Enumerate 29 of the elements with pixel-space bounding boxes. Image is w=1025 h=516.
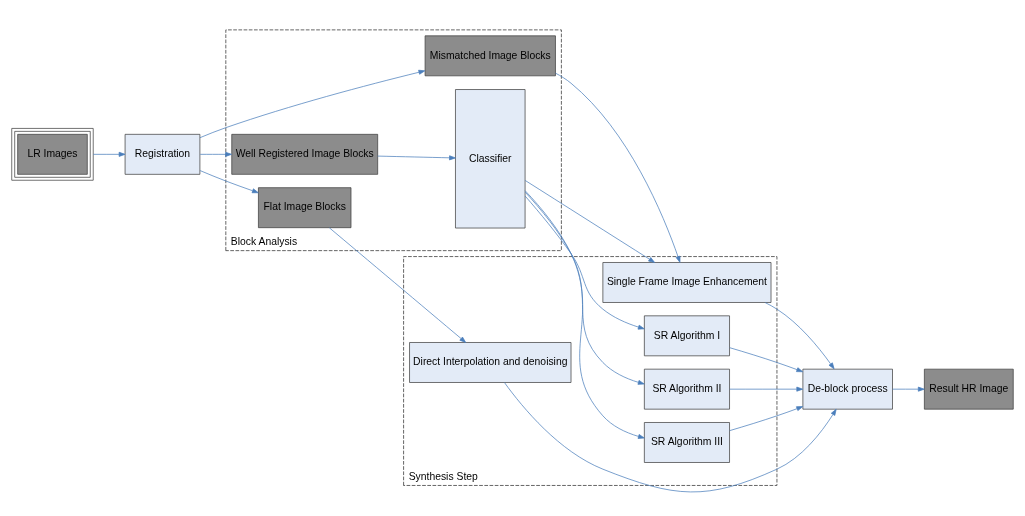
node-box: Registration [124,133,201,175]
node-box: Direct Interpolation and denoising [409,342,572,383]
node-box: Single Frame Image Enhancement [602,262,772,303]
arrow [729,347,804,373]
arrow [555,72,681,263]
arrow [199,170,259,194]
node-box: Mismatched Image Blocks [424,35,556,77]
node-box: Flat Image Blocks [258,187,352,229]
node-box: SR Algorithm I [644,315,730,357]
arrow [199,151,232,157]
arrow [377,155,456,161]
arrow [892,386,925,392]
arrow [764,302,835,370]
arrow [92,151,126,157]
node-box: SR Algorithm III [644,422,730,463]
node-box: SR Algorithm II [644,368,730,410]
arrow [504,382,837,493]
arrow [524,191,645,385]
node-box: Well Registered Image Blocks [231,133,379,175]
node-box: Classifier [455,89,526,229]
arrow [524,190,645,439]
arrow [328,227,467,343]
arrow [729,386,804,392]
arrow [524,195,645,330]
node-box: De-block process [802,368,893,410]
node-box: Result HR Image [924,368,1014,410]
arrow [729,406,804,431]
arrow [199,69,426,139]
arrow [524,180,655,263]
